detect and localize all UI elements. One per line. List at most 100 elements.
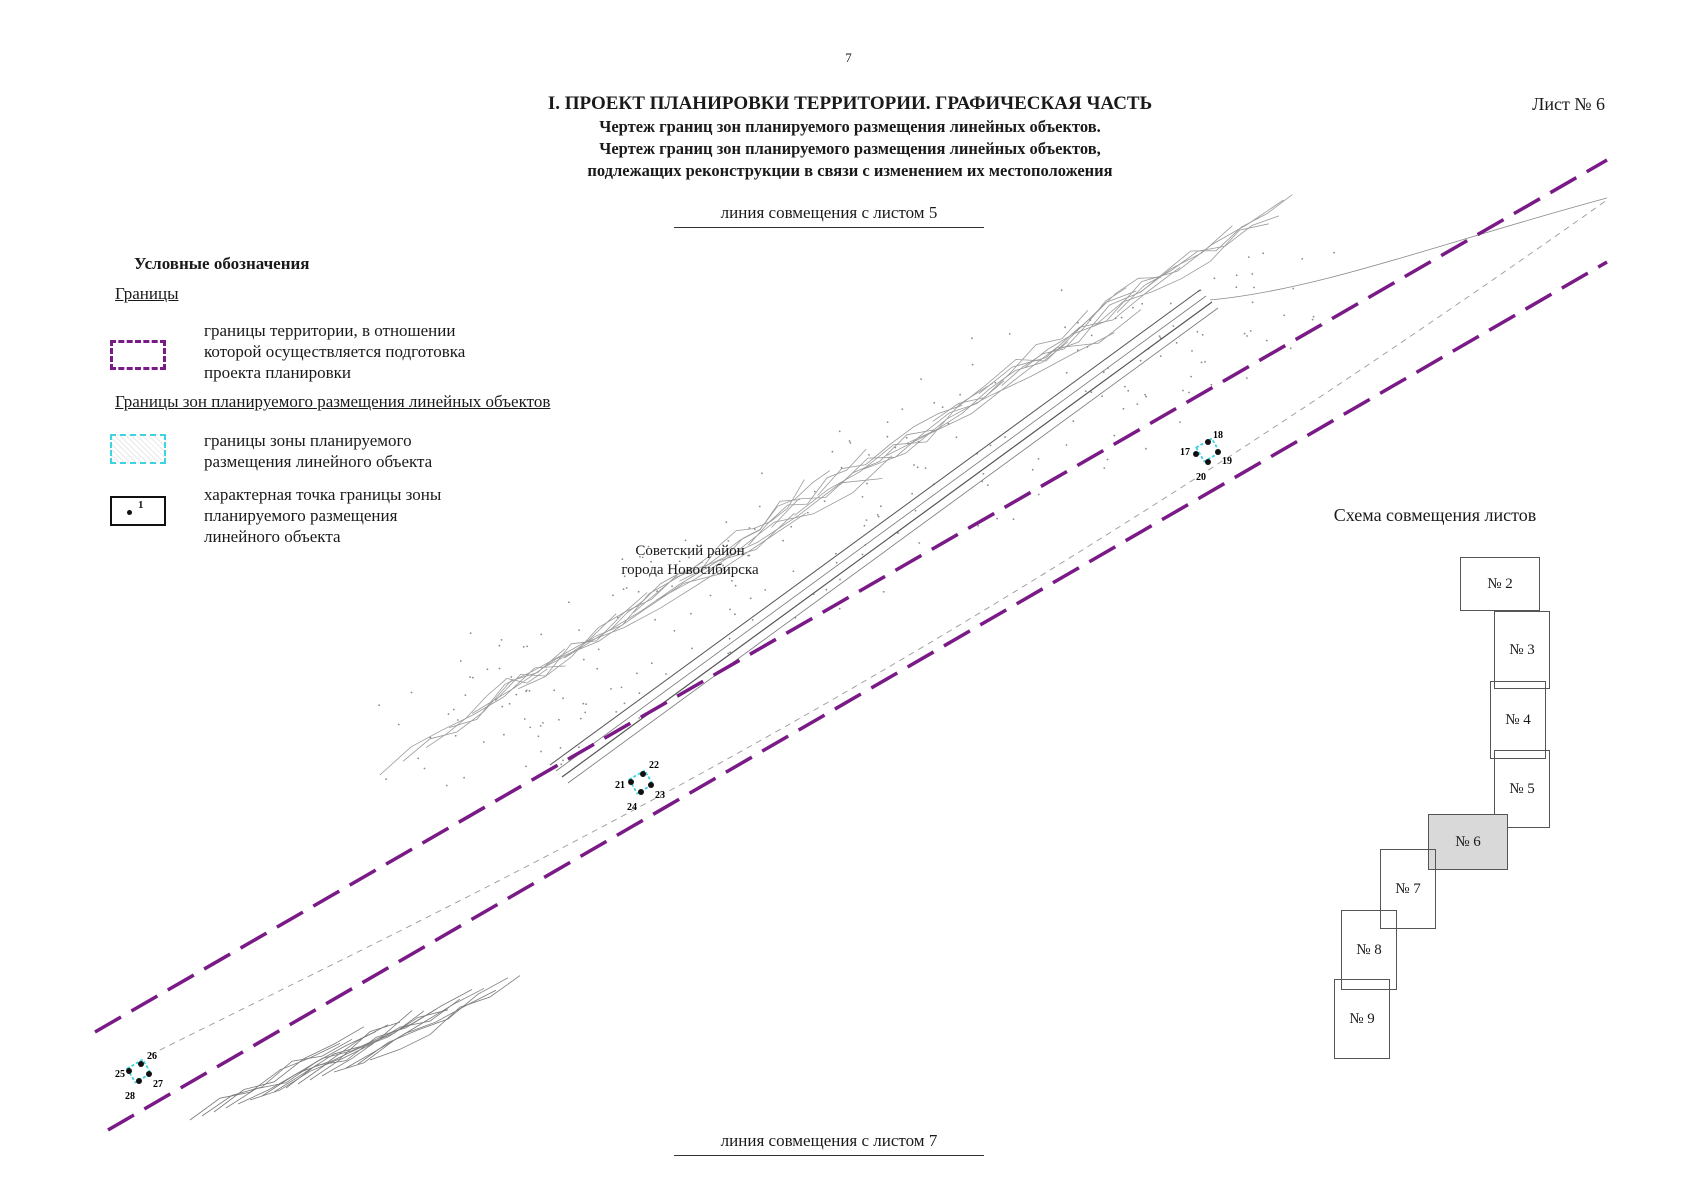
contour-line xyxy=(213,1026,365,1113)
terrain-dot xyxy=(1235,286,1238,288)
terrain-dot xyxy=(1077,321,1079,324)
page-subtitle-3: подлежащих реконструкции в связи с измен… xyxy=(587,161,1113,180)
contour-line xyxy=(471,572,726,714)
terrain-dot xyxy=(1145,447,1147,450)
contour-line xyxy=(369,975,521,1061)
terrain-dot xyxy=(1132,306,1134,309)
terrain-dot xyxy=(831,450,834,453)
terrain-dot xyxy=(498,644,501,647)
contour-line xyxy=(794,382,994,516)
page-title: I. ПРОЕКТ ПЛАНИРОВКИ ТЕРРИТОРИИ. ГРАФИЧЕ… xyxy=(547,93,1153,114)
point-swatch: 1 xyxy=(110,496,166,526)
point-label-22: 22 xyxy=(649,760,659,771)
sheet-box-8[interactable]: № 8 xyxy=(1341,910,1397,990)
terrain-dot xyxy=(924,467,927,469)
zone-swatch xyxy=(110,434,166,464)
terrain-dot xyxy=(508,702,511,705)
terrain-dot xyxy=(615,711,618,713)
terrain-dot xyxy=(623,702,626,705)
terrain-dot xyxy=(955,436,958,439)
contour-line xyxy=(541,561,704,670)
terrain-dot xyxy=(423,767,426,770)
terrain-dot xyxy=(1145,395,1147,398)
terrain-dot xyxy=(734,584,737,587)
terrain-dot xyxy=(918,542,921,544)
terrain-dot xyxy=(917,440,920,443)
contour-line xyxy=(679,499,801,582)
terrain-dot xyxy=(861,553,864,556)
terrain-topography xyxy=(189,194,1335,1121)
terrain-dot xyxy=(1246,335,1248,337)
contour-line xyxy=(225,1031,377,1109)
road-line xyxy=(1209,197,1608,301)
characteristic-point xyxy=(136,1078,142,1084)
terrain-dot xyxy=(877,515,880,518)
terrain-dot xyxy=(994,381,997,384)
match-line-top: линия совмещения с листом 5 xyxy=(674,203,984,228)
terrain-dot xyxy=(638,692,641,695)
legend-boundary-line-2: которой осуществляется подготовка xyxy=(204,342,466,361)
terrain-dot xyxy=(933,401,936,404)
contour-line xyxy=(1139,194,1293,294)
terrain-dot xyxy=(1086,346,1089,348)
sheet-box-4[interactable]: № 4 xyxy=(1490,681,1546,759)
point-dot-icon xyxy=(127,510,132,515)
terrain-dot xyxy=(848,440,851,442)
terrain-dot xyxy=(1245,377,1248,379)
terrain-dot xyxy=(1004,436,1006,438)
terrain-dot xyxy=(907,442,909,444)
terrain-dot xyxy=(622,588,625,591)
terrain-dot xyxy=(835,561,838,564)
terrain-dot xyxy=(654,618,656,621)
terrain-dot xyxy=(813,490,816,493)
terrain-dot xyxy=(671,585,673,588)
terrain-dot xyxy=(838,430,841,433)
contour-line xyxy=(1070,199,1284,336)
terrain-dot xyxy=(823,500,826,503)
sheet-box-6[interactable]: № 6 xyxy=(1428,814,1508,870)
terrain-dot xyxy=(947,422,950,425)
terrain-dot xyxy=(1247,256,1250,258)
terrain-dot xyxy=(1204,361,1206,363)
terrain-dot xyxy=(650,662,653,664)
terrain-dot xyxy=(1190,375,1192,378)
terrain-dot xyxy=(834,552,837,555)
terrain-dot xyxy=(621,558,624,561)
terrain-dot xyxy=(469,632,472,635)
terrain-dot xyxy=(1141,302,1144,305)
terrain-dot xyxy=(539,725,542,727)
terrain-dot xyxy=(472,676,474,679)
contour-line xyxy=(563,512,795,659)
terrain-dot xyxy=(764,589,767,591)
terrain-dot xyxy=(905,436,908,439)
contour-line xyxy=(345,989,497,1069)
terrain-dot xyxy=(1077,349,1079,352)
sheet-box-3[interactable]: № 3 xyxy=(1494,611,1550,689)
terrain-dot xyxy=(751,619,754,621)
contour-line xyxy=(1116,215,1280,313)
terrain-dot xyxy=(792,570,795,573)
terrain-dot xyxy=(901,408,904,410)
terrain-dot xyxy=(684,539,687,542)
terrain-dot xyxy=(650,560,652,563)
terrain-dot xyxy=(582,702,585,705)
terrain-dot xyxy=(625,587,628,589)
terrain-dot xyxy=(452,708,455,711)
characteristic-point xyxy=(126,1068,132,1074)
sheet-box-5[interactable]: № 5 xyxy=(1494,750,1550,828)
terrain-dot xyxy=(529,726,532,729)
sheet-box-9[interactable]: № 9 xyxy=(1334,979,1390,1059)
terrain-dot xyxy=(1312,315,1315,318)
terrain-dot xyxy=(868,454,870,456)
terrain-dot xyxy=(562,697,564,700)
terrain-dot xyxy=(727,652,730,655)
terrain-dot xyxy=(540,750,542,753)
terrain-dot xyxy=(385,778,387,781)
sheet-box-2[interactable]: № 2 xyxy=(1460,557,1540,611)
terrain-dot xyxy=(1201,333,1204,336)
sheet-box-7[interactable]: № 7 xyxy=(1380,849,1436,929)
terrain-dot xyxy=(447,713,450,715)
page-number: 7 xyxy=(845,50,852,65)
